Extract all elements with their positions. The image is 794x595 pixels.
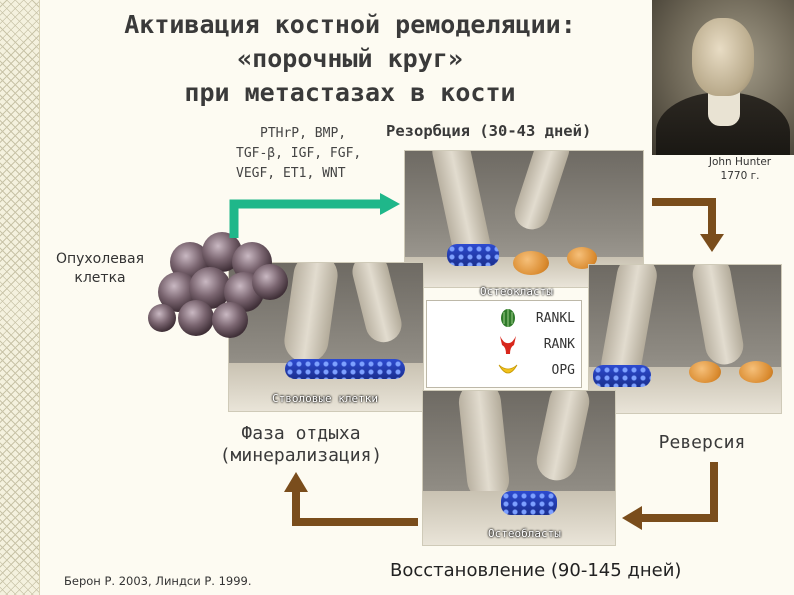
portrait-caption: John Hunter 1770 г.	[690, 155, 790, 183]
legend-box: RANKL RANK OPG	[426, 300, 582, 388]
reversal-phase-label: Реверсия	[658, 432, 746, 453]
osteoclast-cell	[739, 361, 773, 383]
slide-title: Активация костной ремоделяции: «порочный…	[70, 8, 630, 110]
portrait-face	[692, 18, 754, 96]
rankl-green-oval-icon	[501, 309, 515, 327]
john-hunter-portrait	[652, 0, 794, 155]
legend-row-rank: RANK	[427, 333, 583, 357]
brown-arrow-to-rest	[292, 490, 418, 526]
brown-arrow-to-restoration	[640, 462, 718, 522]
legend-label-rankl: RANKL	[535, 311, 575, 326]
rest-phase-line-2: (минерализация)	[219, 445, 383, 466]
portrait-caption-year: 1770 г.	[720, 170, 760, 182]
tumor-cell-label: Опухолевая клетка	[44, 250, 156, 288]
legend-label-opg: OPG	[551, 363, 575, 378]
opg-yellow-crescent-icon	[498, 364, 518, 374]
reversal-panel	[588, 264, 782, 414]
brown-arrowhead-left	[622, 506, 642, 530]
reference-citation: Берон Р. 2003, Линдси Р. 1999.	[64, 574, 252, 588]
rest-phase-line-1: Фаза отдыха	[241, 423, 361, 444]
stem-cell-cluster	[447, 244, 499, 266]
osteoclast-cell	[513, 251, 549, 275]
growth-factors-list: PTHrP, BMP, TGF-β, IGF, FGF, VEGF, ET1, …	[236, 124, 396, 184]
portrait-collar	[708, 90, 740, 126]
factors-line-1: PTHrP, BMP,	[260, 126, 347, 141]
legend-row-opg: OPG	[427, 359, 583, 383]
osteoblasts-caption: Остеобласты	[488, 527, 561, 540]
osteoclasts-caption: Остеокласты	[480, 285, 553, 298]
rank-red-receptor-icon	[500, 336, 516, 354]
stem-cell-cluster	[593, 365, 651, 387]
osteoclast-cell	[689, 361, 721, 383]
restoration-phase-label: Восстановление (90-145 дней)	[390, 560, 682, 581]
osteoblast-cluster	[501, 491, 557, 515]
restoration-panel	[422, 390, 616, 546]
decorative-left-border	[0, 0, 40, 595]
green-arrowhead	[380, 193, 400, 215]
factors-line-2: TGF-β, IGF, FGF,	[236, 146, 362, 161]
rest-phase-label: Фаза отдыха (минерализация)	[206, 423, 396, 467]
tumor-label-line-2: клетка	[74, 270, 126, 286]
title-line-3: при метастазах в кости	[184, 78, 516, 107]
legend-row-rankl: RANKL	[427, 307, 583, 331]
brown-arrowhead-up	[284, 472, 308, 492]
portrait-caption-name: John Hunter	[708, 156, 772, 168]
resorption-phase-label: Резорбция (30-43 дней)	[386, 122, 592, 140]
tumor-cell-cluster	[148, 232, 288, 338]
legend-label-rank: RANK	[543, 337, 575, 352]
osteoclast-cell	[567, 247, 597, 269]
green-arrow-to-resorption	[229, 199, 382, 238]
brown-arrowhead-down	[700, 234, 724, 252]
brown-arrow-to-reversal	[652, 198, 716, 236]
title-line-2: «порочный круг»	[237, 44, 463, 73]
stem-cells-caption: Стволовые клетки	[272, 392, 378, 405]
factors-line-3: VEGF, ET1, WNT	[236, 166, 346, 181]
tumor-label-line-1: Опухолевая	[55, 251, 145, 267]
title-line-1: Активация костной ремоделяции:	[124, 10, 576, 39]
stem-cell-cluster	[285, 359, 405, 379]
